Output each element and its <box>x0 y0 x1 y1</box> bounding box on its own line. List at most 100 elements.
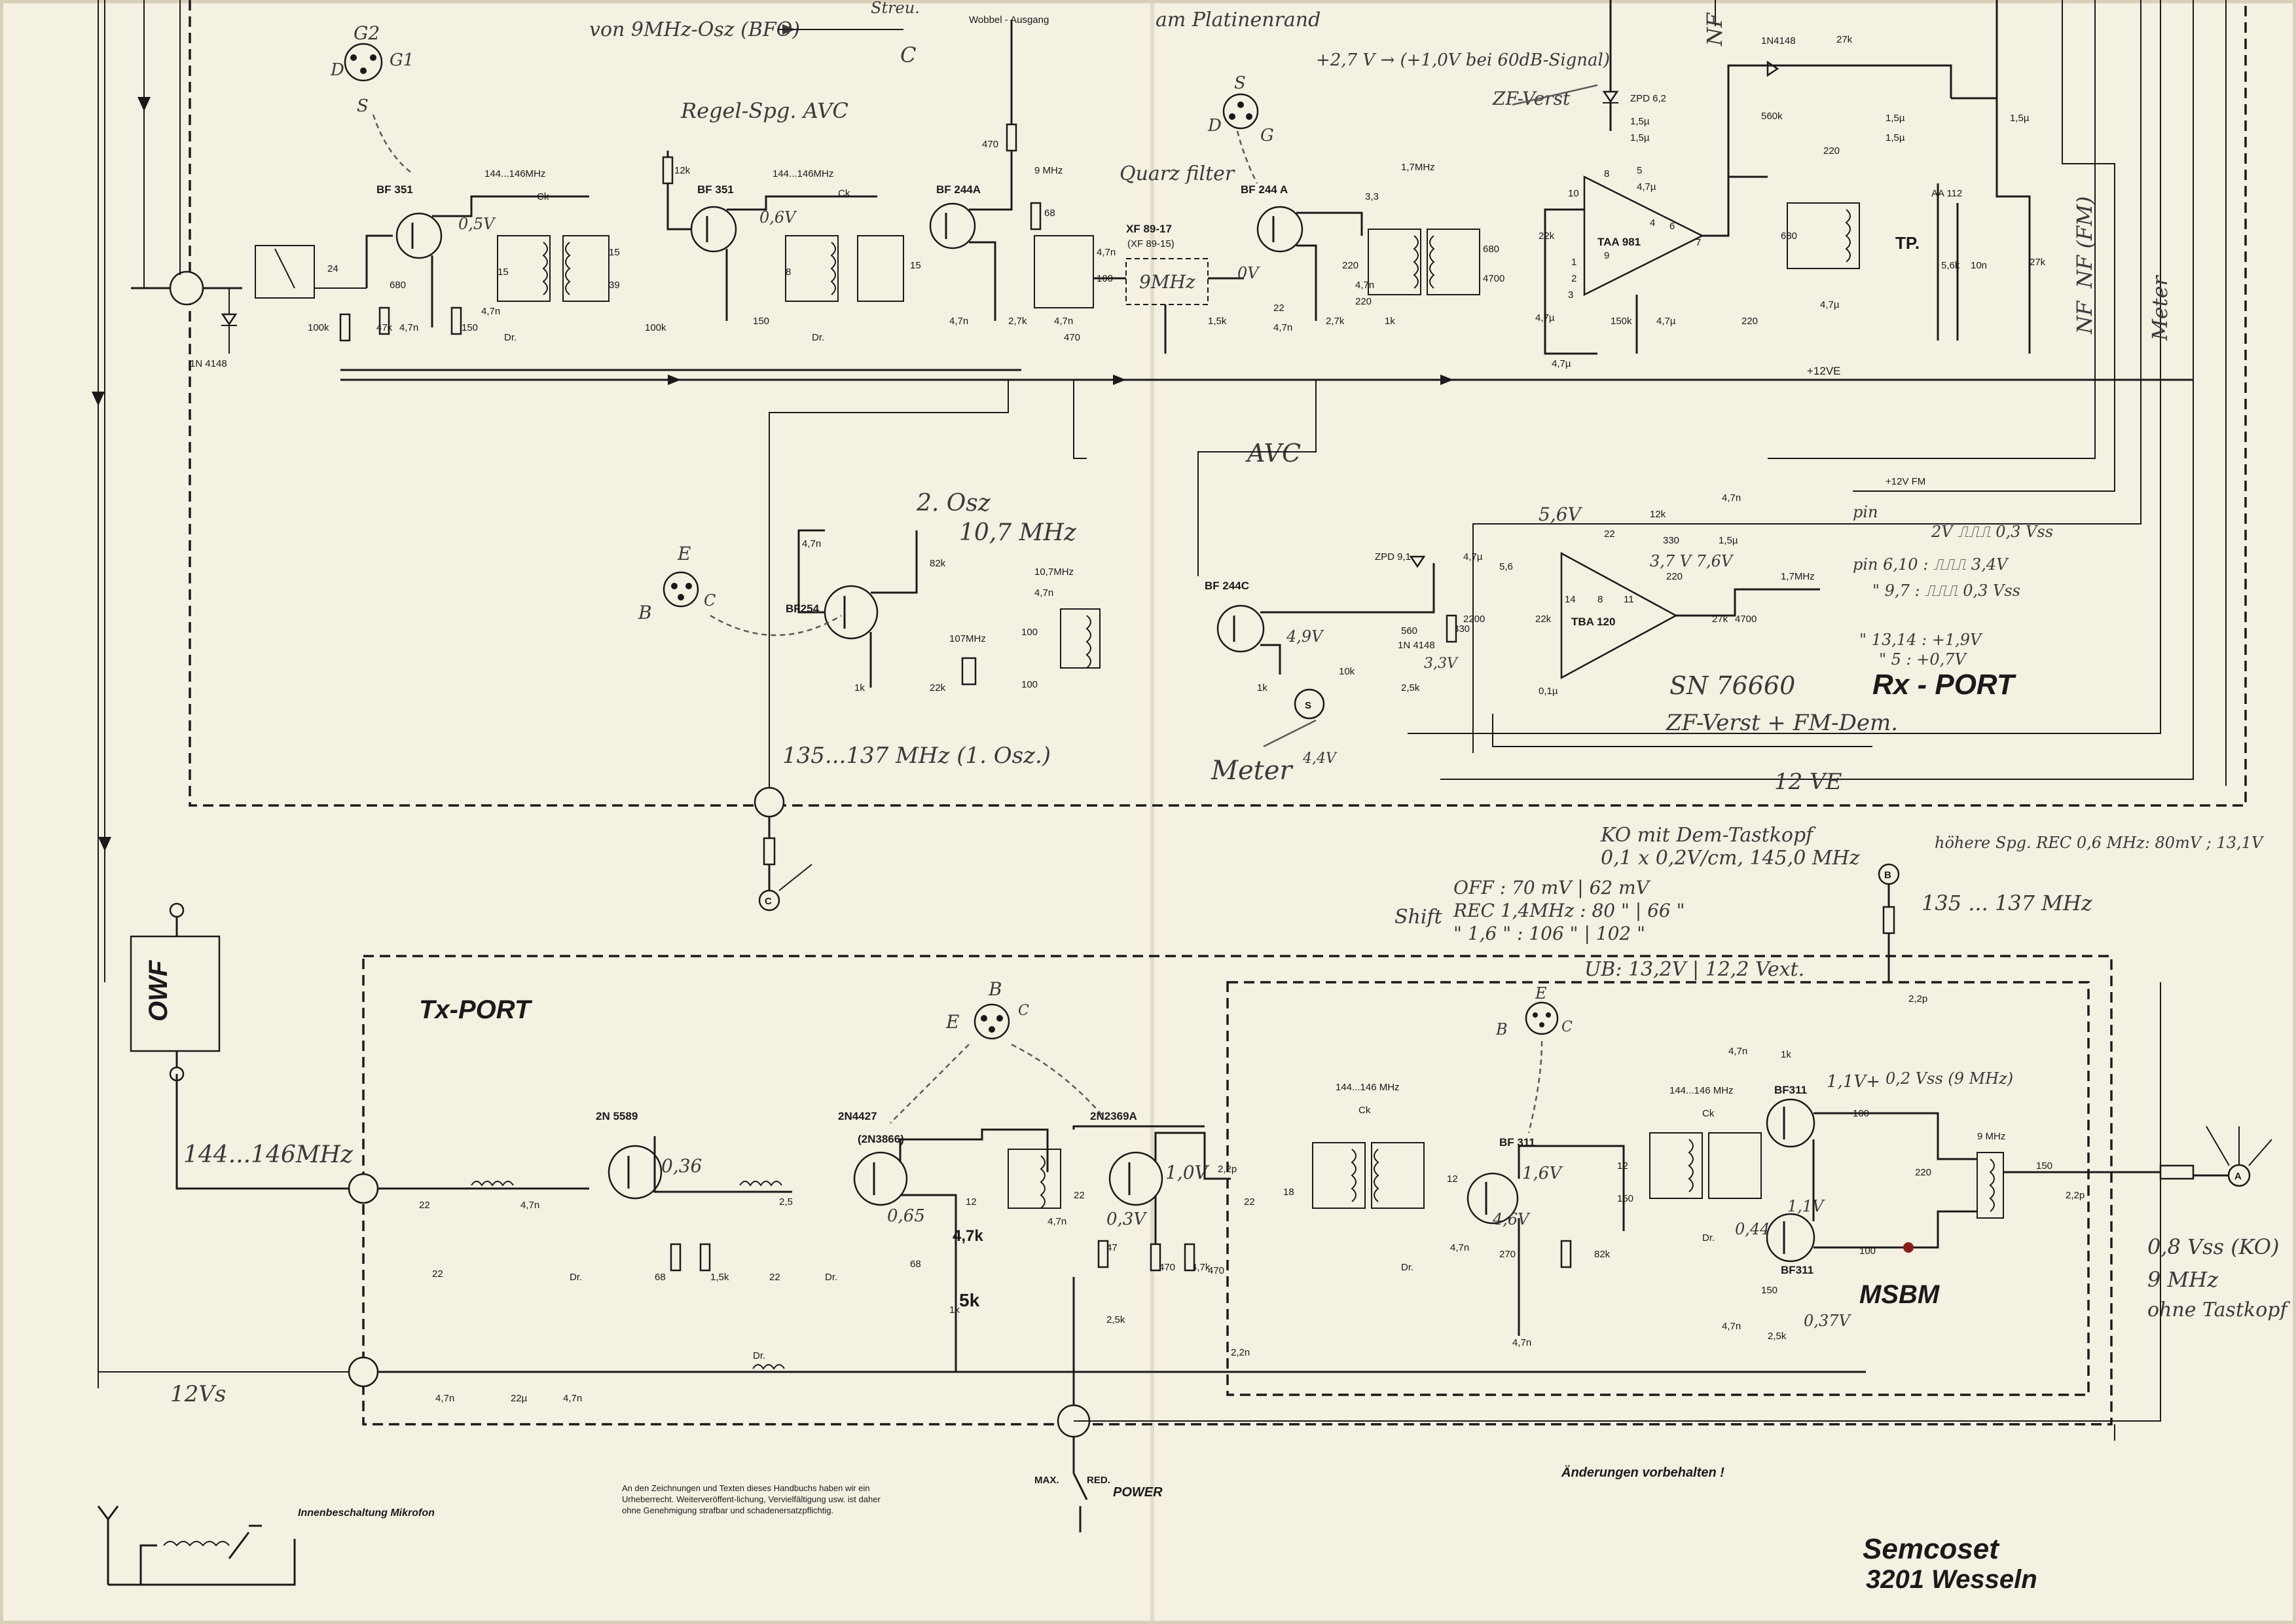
ko-out-2: 9 MHz <box>2147 1267 2219 1292</box>
port-b-label: B <box>1884 870 1891 881</box>
c470-b: 470 <box>1064 332 1080 343</box>
freq-144-a: 144...146MHz <box>484 168 545 179</box>
tx-t6-voltage-b: 1,1V <box>1787 1197 1825 1215</box>
pin-values-4: " 9,7 : ⎍⎍⎍ 0,3 Vss <box>1872 581 2020 600</box>
avc-voltage: 4,9V <box>1286 627 1324 646</box>
rx-port-section: Rx - PORT +12VE 1N 4148 24 BF 351 0 <box>92 0 2247 1388</box>
c47u-e: 4,7µ <box>1820 299 1840 310</box>
c47n-a: 4,7n <box>399 322 418 333</box>
rx-input-port[interactable] <box>169 270 204 306</box>
pin-e-c: E <box>1535 984 1547 1003</box>
c680-b: 680 <box>1483 244 1499 255</box>
tx-c22p-b: 2,2p <box>1908 993 1927 1005</box>
zf-fm-note: ZF-Verst + FM-Dem. <box>1666 710 1898 736</box>
platinenrand-note: am Platinenrand <box>1156 9 1321 31</box>
tx-t2-voltage: 0,65 <box>887 1206 925 1226</box>
input-tank <box>255 245 315 299</box>
ko-scale: 0,1 x 0,2V/cm, 145,0 MHz <box>1601 847 1860 870</box>
pin-d-b: D <box>1207 116 1222 136</box>
copyright-text: An den Zeichnungen und Texten dieses Han… <box>622 1483 881 1515</box>
r25k-avc: 2,5k <box>1401 682 1420 693</box>
pin-c-b: C <box>1018 1003 1029 1019</box>
r10k: 10k <box>1339 666 1355 677</box>
tx-r470-b: 470 <box>1208 1265 1224 1276</box>
tx-t3 <box>1108 1151 1163 1206</box>
port-c-lower-label: C <box>765 896 772 907</box>
c47-rx: 4,7n <box>1097 247 1116 258</box>
rx-port-label: Rx - PORT <box>1872 669 2016 701</box>
c4700-tba: 4700 <box>1735 614 1757 625</box>
pin-9: 9 <box>1604 250 1609 261</box>
tx-t3-voltage: 1,0V <box>1165 1162 1210 1183</box>
tx-c22p-out: 2,2p <box>2066 1190 2085 1201</box>
zener-zpd91: ZPD 9,1 <box>1375 551 1411 563</box>
c100-osc-b: 100 <box>1021 679 1038 690</box>
tx-t4 <box>1467 1172 1519 1225</box>
rx-supply-fm: +12V FM <box>1886 476 1925 487</box>
tx-c47n-g: 4,7n <box>1728 1046 1747 1057</box>
tx-t5-voltage: 1,1V+ <box>1827 1072 1880 1092</box>
r150k: 150k <box>1611 316 1632 327</box>
r27k-a: 2,7k <box>1008 316 1027 327</box>
nf-label-top: NF <box>1702 12 1727 46</box>
pin-e-b: E <box>945 1011 959 1033</box>
c47u-d: 4,7µ <box>1637 181 1656 193</box>
ko-out-1: 0,8 Vss (KO) <box>2147 1234 2279 1259</box>
power-label: POWER <box>1113 1485 1163 1500</box>
osc1-port[interactable] <box>754 786 785 818</box>
tx-c22-e: 22 <box>1244 1196 1255 1208</box>
pin-1: 1 <box>1571 257 1576 268</box>
c47n-d: 4,7n <box>949 316 968 327</box>
port-c-upper: C <box>900 43 916 67</box>
v135-note: 135 ... 137 MHz <box>1922 891 2093 915</box>
r12k: 12k <box>674 165 691 176</box>
tx-t4-voltage-b: 4,6V <box>1492 1210 1531 1228</box>
tx-t2-label: 2N4427 <box>838 1110 877 1122</box>
c15u-d: 1,5µ <box>1886 132 1905 143</box>
c220-b: 220 <box>1355 296 1372 307</box>
tx-ant-port[interactable] <box>348 1173 379 1204</box>
tx-c47n-a: 4,7n <box>520 1200 539 1211</box>
r12k-tba: 12k <box>1650 509 1666 520</box>
pin-b-a: B <box>638 602 652 623</box>
tx-t3-label: 2N2369A <box>1090 1110 1137 1122</box>
tx-dr-a: Dr. <box>570 1272 582 1283</box>
rx-supply-label: +12VE <box>1807 365 1841 377</box>
pin-8b: 8 <box>1597 594 1603 605</box>
streu-note: Streu. <box>871 0 920 17</box>
tx-r47k: 4,7k <box>1192 1262 1211 1273</box>
port-c-lower[interactable] <box>758 889 780 912</box>
dr-b: Dr. <box>812 332 824 343</box>
pin-14: 14 <box>1565 594 1576 605</box>
mic-label: Innenbeschaltung Mikrofon <box>298 1507 435 1519</box>
ck-a: Ck <box>537 191 549 202</box>
c2200: 2200 <box>1463 614 1485 625</box>
t4-voltage: 0V <box>1237 264 1260 282</box>
tx-freq-9mhz: 9 MHz <box>1977 1131 2005 1142</box>
meter-voltage: 4,4V <box>1302 750 1338 767</box>
tx-c22-c: 22 <box>769 1272 780 1283</box>
c220-a: 220 <box>1342 260 1358 271</box>
pinout-ebc-c <box>1525 1001 1559 1035</box>
tx-t5 <box>1766 1098 1815 1148</box>
tx-12v-port[interactable] <box>348 1356 379 1388</box>
c47n-e: 4,7n <box>1273 322 1292 333</box>
r47k: 47k <box>376 322 393 333</box>
freq-9mhz: 9 MHz <box>1034 165 1063 176</box>
r560k: 560k <box>1761 111 1783 122</box>
ub-note: UB: 13,2V | 12,2 Vext. <box>1584 958 1804 981</box>
rx-stage1-parts: 100k 680 47k 4,7n 150 4,7n 15 15 39 Dr. … <box>308 168 620 343</box>
pin-values-6: " 5 : +0,7V <box>1879 650 1968 669</box>
pin-values-3: pin 6,10 : ⎍⎍⎍ 3,4V <box>1853 555 2009 574</box>
tx-c47n-e: 4,7n <box>1450 1242 1469 1253</box>
pin-values-1: pin <box>1853 503 1878 521</box>
r100k-b: 100k <box>645 322 666 333</box>
meter-s <box>1294 688 1325 720</box>
quartz-filter-title: Quarz filter <box>1120 162 1235 185</box>
tx-c47n-c: 4,7n <box>563 1393 582 1404</box>
diode-1n4148-b: 1N 4148 <box>1398 640 1435 651</box>
diode-1n4148-c: 1N4148 <box>1761 35 1796 46</box>
regel-note: Regel-Spg. AVC <box>680 98 848 123</box>
tx-c150-out: 150 <box>2036 1160 2052 1172</box>
rx-osc2-transistor <box>824 585 879 640</box>
